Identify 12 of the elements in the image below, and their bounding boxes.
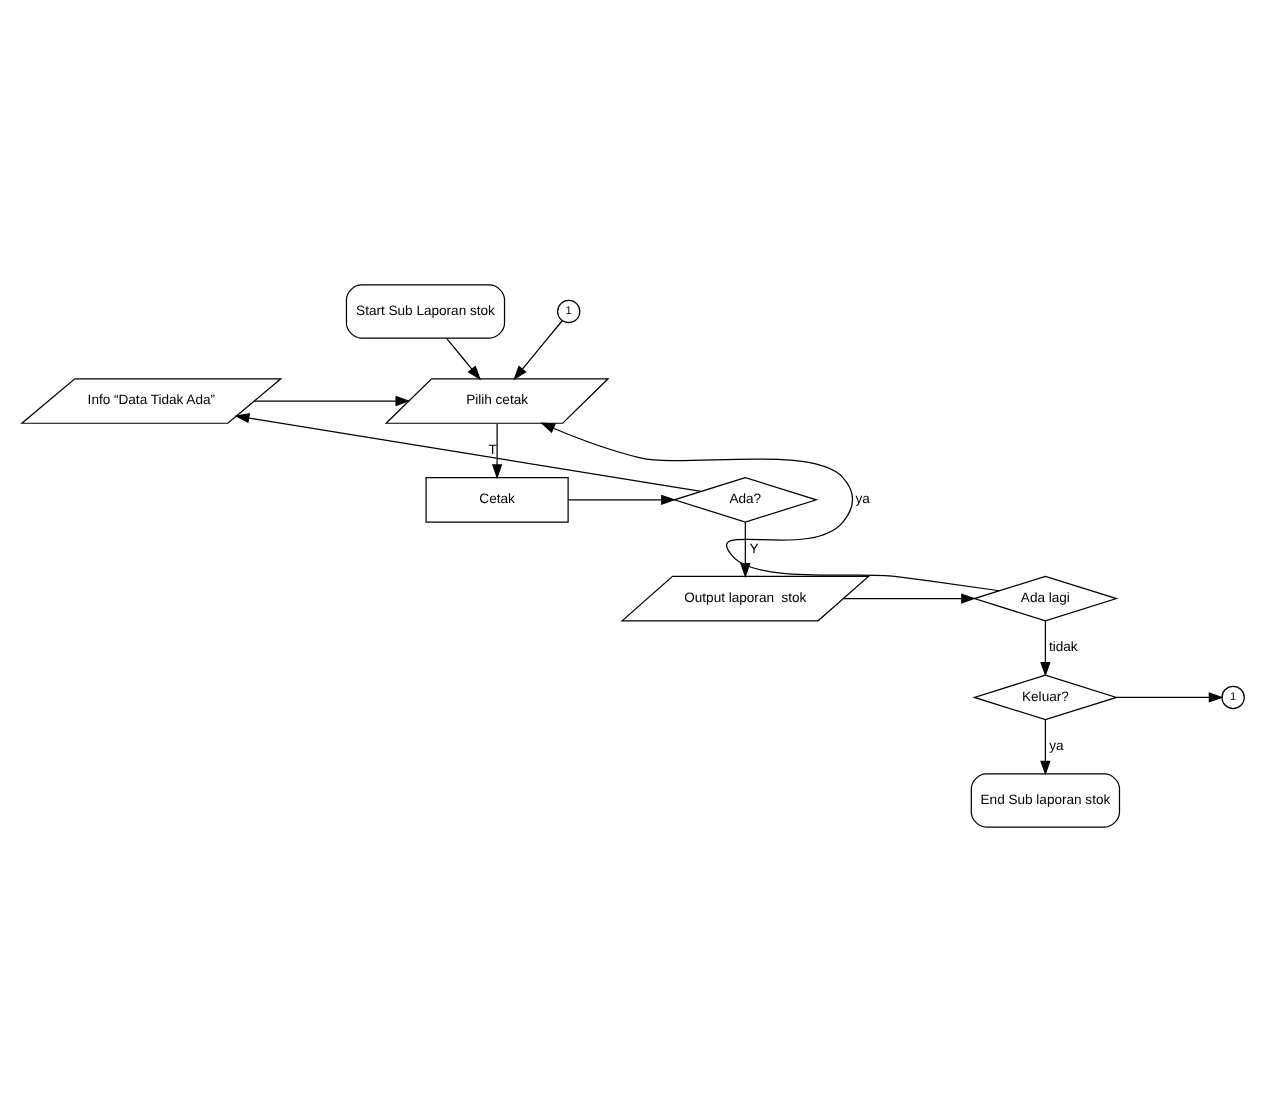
arrow [1040,719,1051,776]
arrow [234,413,702,492]
arrow [1115,692,1224,703]
arrow [253,395,411,407]
arrow [1040,620,1051,677]
arrow [567,494,676,505]
arrow [843,593,976,604]
arrow [540,422,1000,592]
arrow [740,521,751,578]
arrow [445,337,481,381]
arrow [513,320,563,381]
arrow [491,423,503,480]
